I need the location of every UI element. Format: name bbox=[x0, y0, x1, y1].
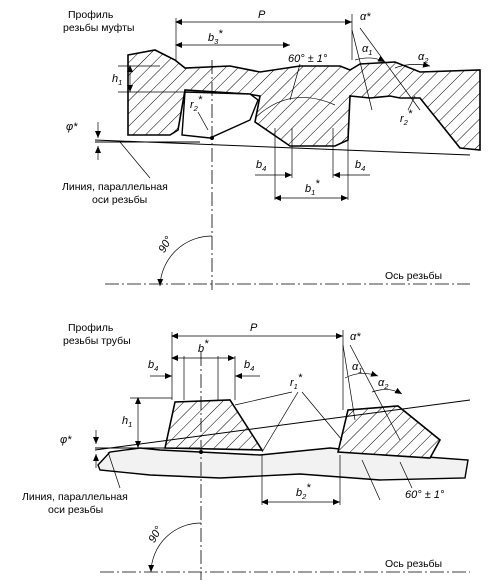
top-phi: φ* bbox=[66, 121, 78, 133]
pipe-profile-view: Профиль резьбы трубы P b* b4 b4 h1 r1* bbox=[22, 322, 471, 580]
bottom-angle-tol: 60° ± 1° bbox=[405, 489, 445, 501]
top-alpha2: α2 bbox=[418, 51, 429, 65]
top-60-leader bbox=[289, 63, 301, 101]
bottom-p-label: P bbox=[250, 322, 258, 334]
bottom-phi: φ* bbox=[60, 434, 72, 446]
top-parallel-text2: оси резьбы bbox=[92, 194, 147, 206]
coupling-groove bbox=[181, 91, 259, 139]
top-axis-label: Ось резьбы bbox=[385, 270, 442, 282]
top-60-arc bbox=[254, 97, 336, 119]
bottom-parallel-text1: Линия, параллельная bbox=[22, 491, 128, 503]
bottom-90-label: 90° bbox=[146, 524, 165, 545]
top-title-line2: резьбы муфты bbox=[63, 22, 134, 34]
alpha2-arc bbox=[394, 61, 431, 69]
top-alpha1: α1 bbox=[362, 43, 372, 57]
coupling-body bbox=[127, 49, 481, 151]
bottom-parallel-text2: оси резьбы bbox=[48, 504, 103, 516]
bottom-alpha1: α1 bbox=[352, 361, 362, 375]
bot-90-arc bbox=[148, 522, 202, 573]
top-parallel-leader bbox=[119, 141, 151, 179]
top-r2-right: r2* bbox=[400, 108, 413, 127]
bottom-b2: b2* bbox=[296, 482, 311, 501]
pipe-body bbox=[97, 447, 469, 481]
bottom-b4-right: b4 bbox=[244, 359, 254, 373]
r1-leader-right bbox=[301, 391, 343, 441]
alpha-flank-line bbox=[359, 27, 421, 111]
bottom-h1: h1 bbox=[122, 415, 132, 429]
top-90-label: 90° bbox=[156, 234, 175, 255]
alpha-ref-line bbox=[351, 29, 373, 111]
bot-parallel-line bbox=[94, 399, 471, 451]
pipe-tooth-right bbox=[337, 405, 442, 459]
top-b3-label: b3* bbox=[208, 28, 223, 46]
top-r2-left: r2* bbox=[190, 94, 203, 113]
bottom-b: b* bbox=[198, 338, 209, 355]
top-angle-tol: 60° ± 1° bbox=[288, 53, 328, 65]
top-b4-right: b4 bbox=[355, 159, 365, 173]
bot-alpha1-arc bbox=[344, 370, 379, 379]
top-center-dot bbox=[210, 136, 214, 140]
bottom-alpha-star: α* bbox=[350, 331, 361, 343]
bot-60-leader bbox=[399, 461, 413, 489]
coupling-profile-view: Профиль резьбы муфты P b3* α* α1 α2 60° … bbox=[62, 9, 481, 290]
bottom-axis-label: Ось резьбы bbox=[385, 558, 442, 570]
top-b4-left: b4 bbox=[256, 159, 266, 173]
r1-leader-mid bbox=[261, 391, 299, 453]
alpha1-arc bbox=[354, 56, 386, 63]
top-h1-label: h1 bbox=[112, 73, 122, 87]
bottom-b4-left: b4 bbox=[148, 359, 158, 373]
top-alpha-star: α* bbox=[360, 11, 371, 23]
bot-60-ext bbox=[361, 459, 381, 501]
top-title-line1: Профиль bbox=[68, 9, 114, 21]
top-p-label: P bbox=[258, 9, 266, 21]
r2-left-leader bbox=[197, 111, 209, 131]
r1-leader-left bbox=[234, 391, 293, 406]
bot-parallel-leader bbox=[107, 451, 121, 489]
bot-alpha2-arc bbox=[371, 387, 403, 395]
bot-alpha-flank bbox=[349, 344, 401, 441]
bottom-title-line1: Профиль bbox=[68, 322, 114, 334]
r2-right-leader bbox=[407, 95, 416, 111]
pipe-tooth-left bbox=[164, 399, 264, 451]
bottom-alpha2: α2 bbox=[378, 377, 389, 391]
bot-center-dot bbox=[199, 450, 203, 454]
top-b1: b1* bbox=[305, 178, 320, 197]
top-90-arc bbox=[157, 235, 213, 287]
bottom-r1: r1* bbox=[290, 372, 303, 391]
bottom-title-line2: резьбы трубы bbox=[63, 335, 131, 347]
top-parallel-text1: Линия, параллельная bbox=[62, 181, 168, 193]
bot-alpha-ref bbox=[342, 344, 356, 421]
